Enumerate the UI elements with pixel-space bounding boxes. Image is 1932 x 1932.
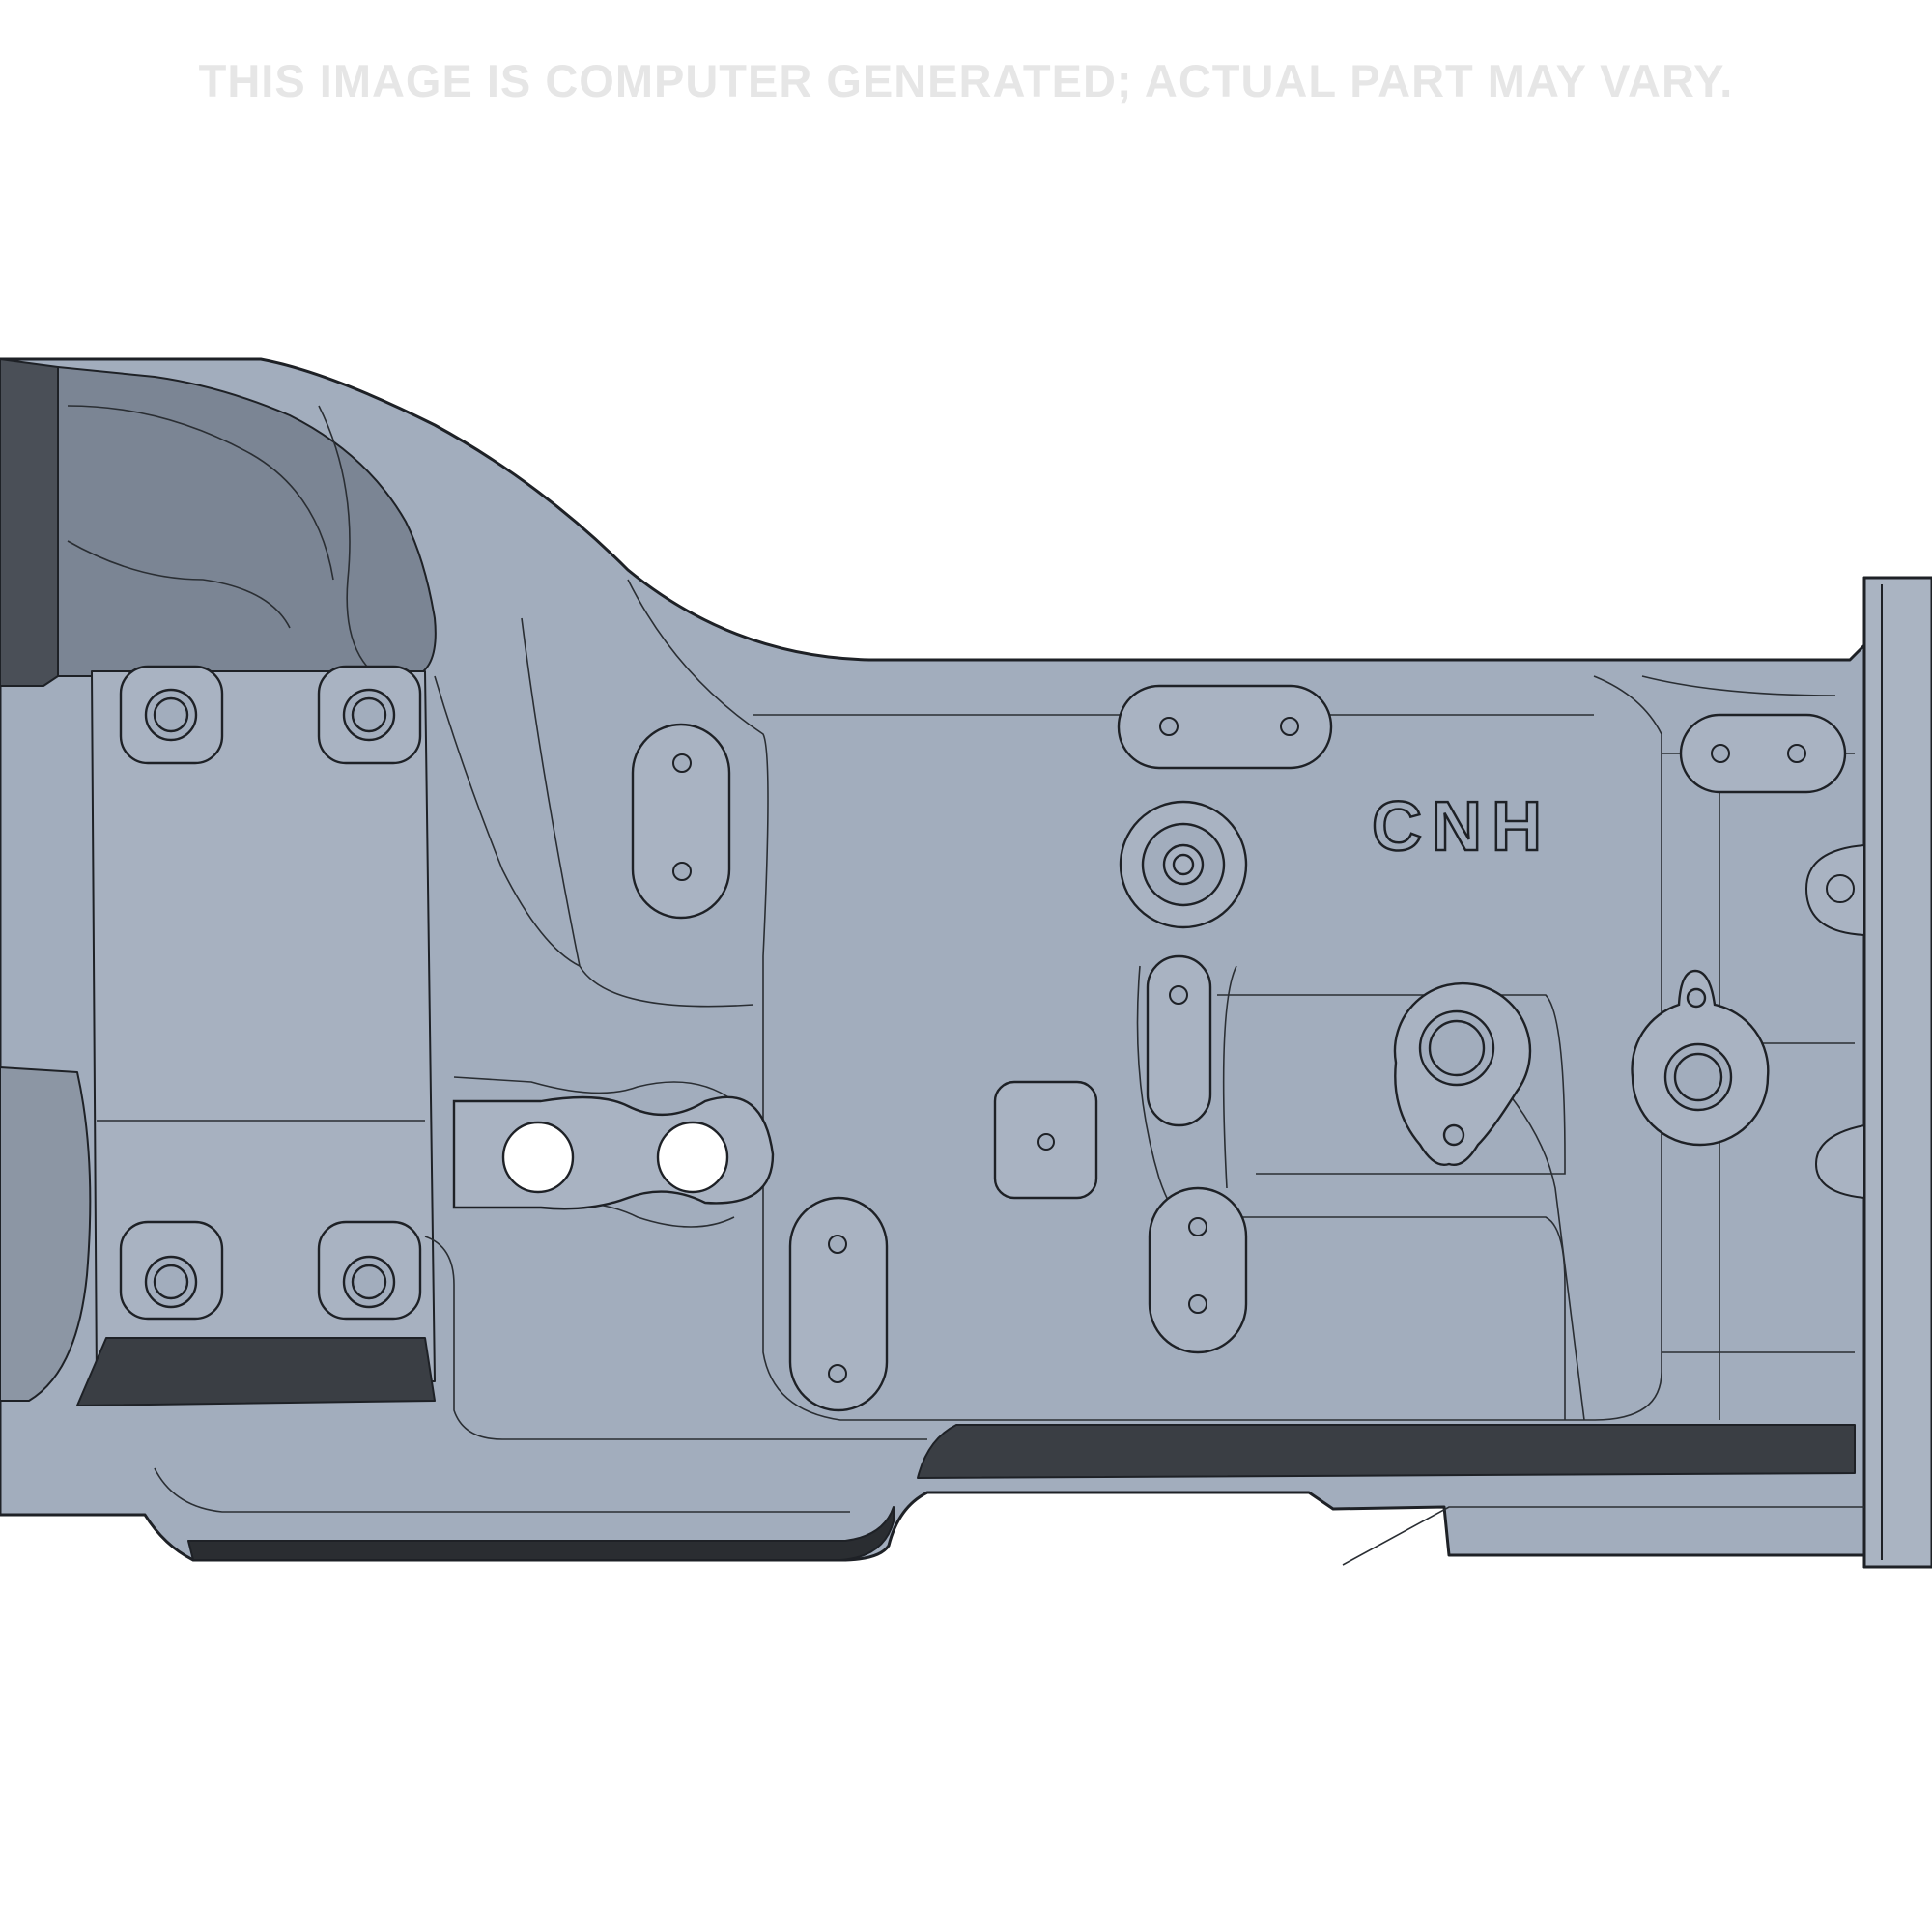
bottom-rail-shadow (917, 1424, 1856, 1479)
bolt-boss (119, 665, 224, 765)
upper-left-cavity (57, 366, 437, 677)
slot-pad (1117, 684, 1333, 770)
bottom-edge-shadow (187, 1506, 895, 1561)
front-flange (0, 358, 59, 687)
slot-pad (788, 1196, 889, 1412)
cnh-logo: CNH (1372, 788, 1551, 866)
housing-body (0, 357, 1932, 1569)
through-hole (656, 1121, 729, 1194)
slot-pad (1146, 954, 1212, 1127)
bolt-boss (317, 665, 422, 765)
lower-left-flange (0, 1066, 92, 1402)
disclaimer-text: THIS IMAGE IS COMPUTER GENERATED; ACTUAL… (198, 55, 1734, 106)
bolt-boss (317, 1220, 422, 1321)
lower-left-shadow (76, 1337, 436, 1406)
rear-flange (1862, 576, 1932, 1569)
left-panel (91, 670, 436, 1382)
slot-pad (1679, 713, 1847, 794)
slot-pad (1148, 1186, 1248, 1354)
through-hole (501, 1121, 575, 1194)
slot-pad (631, 723, 731, 920)
bolt-boss (119, 1220, 224, 1321)
